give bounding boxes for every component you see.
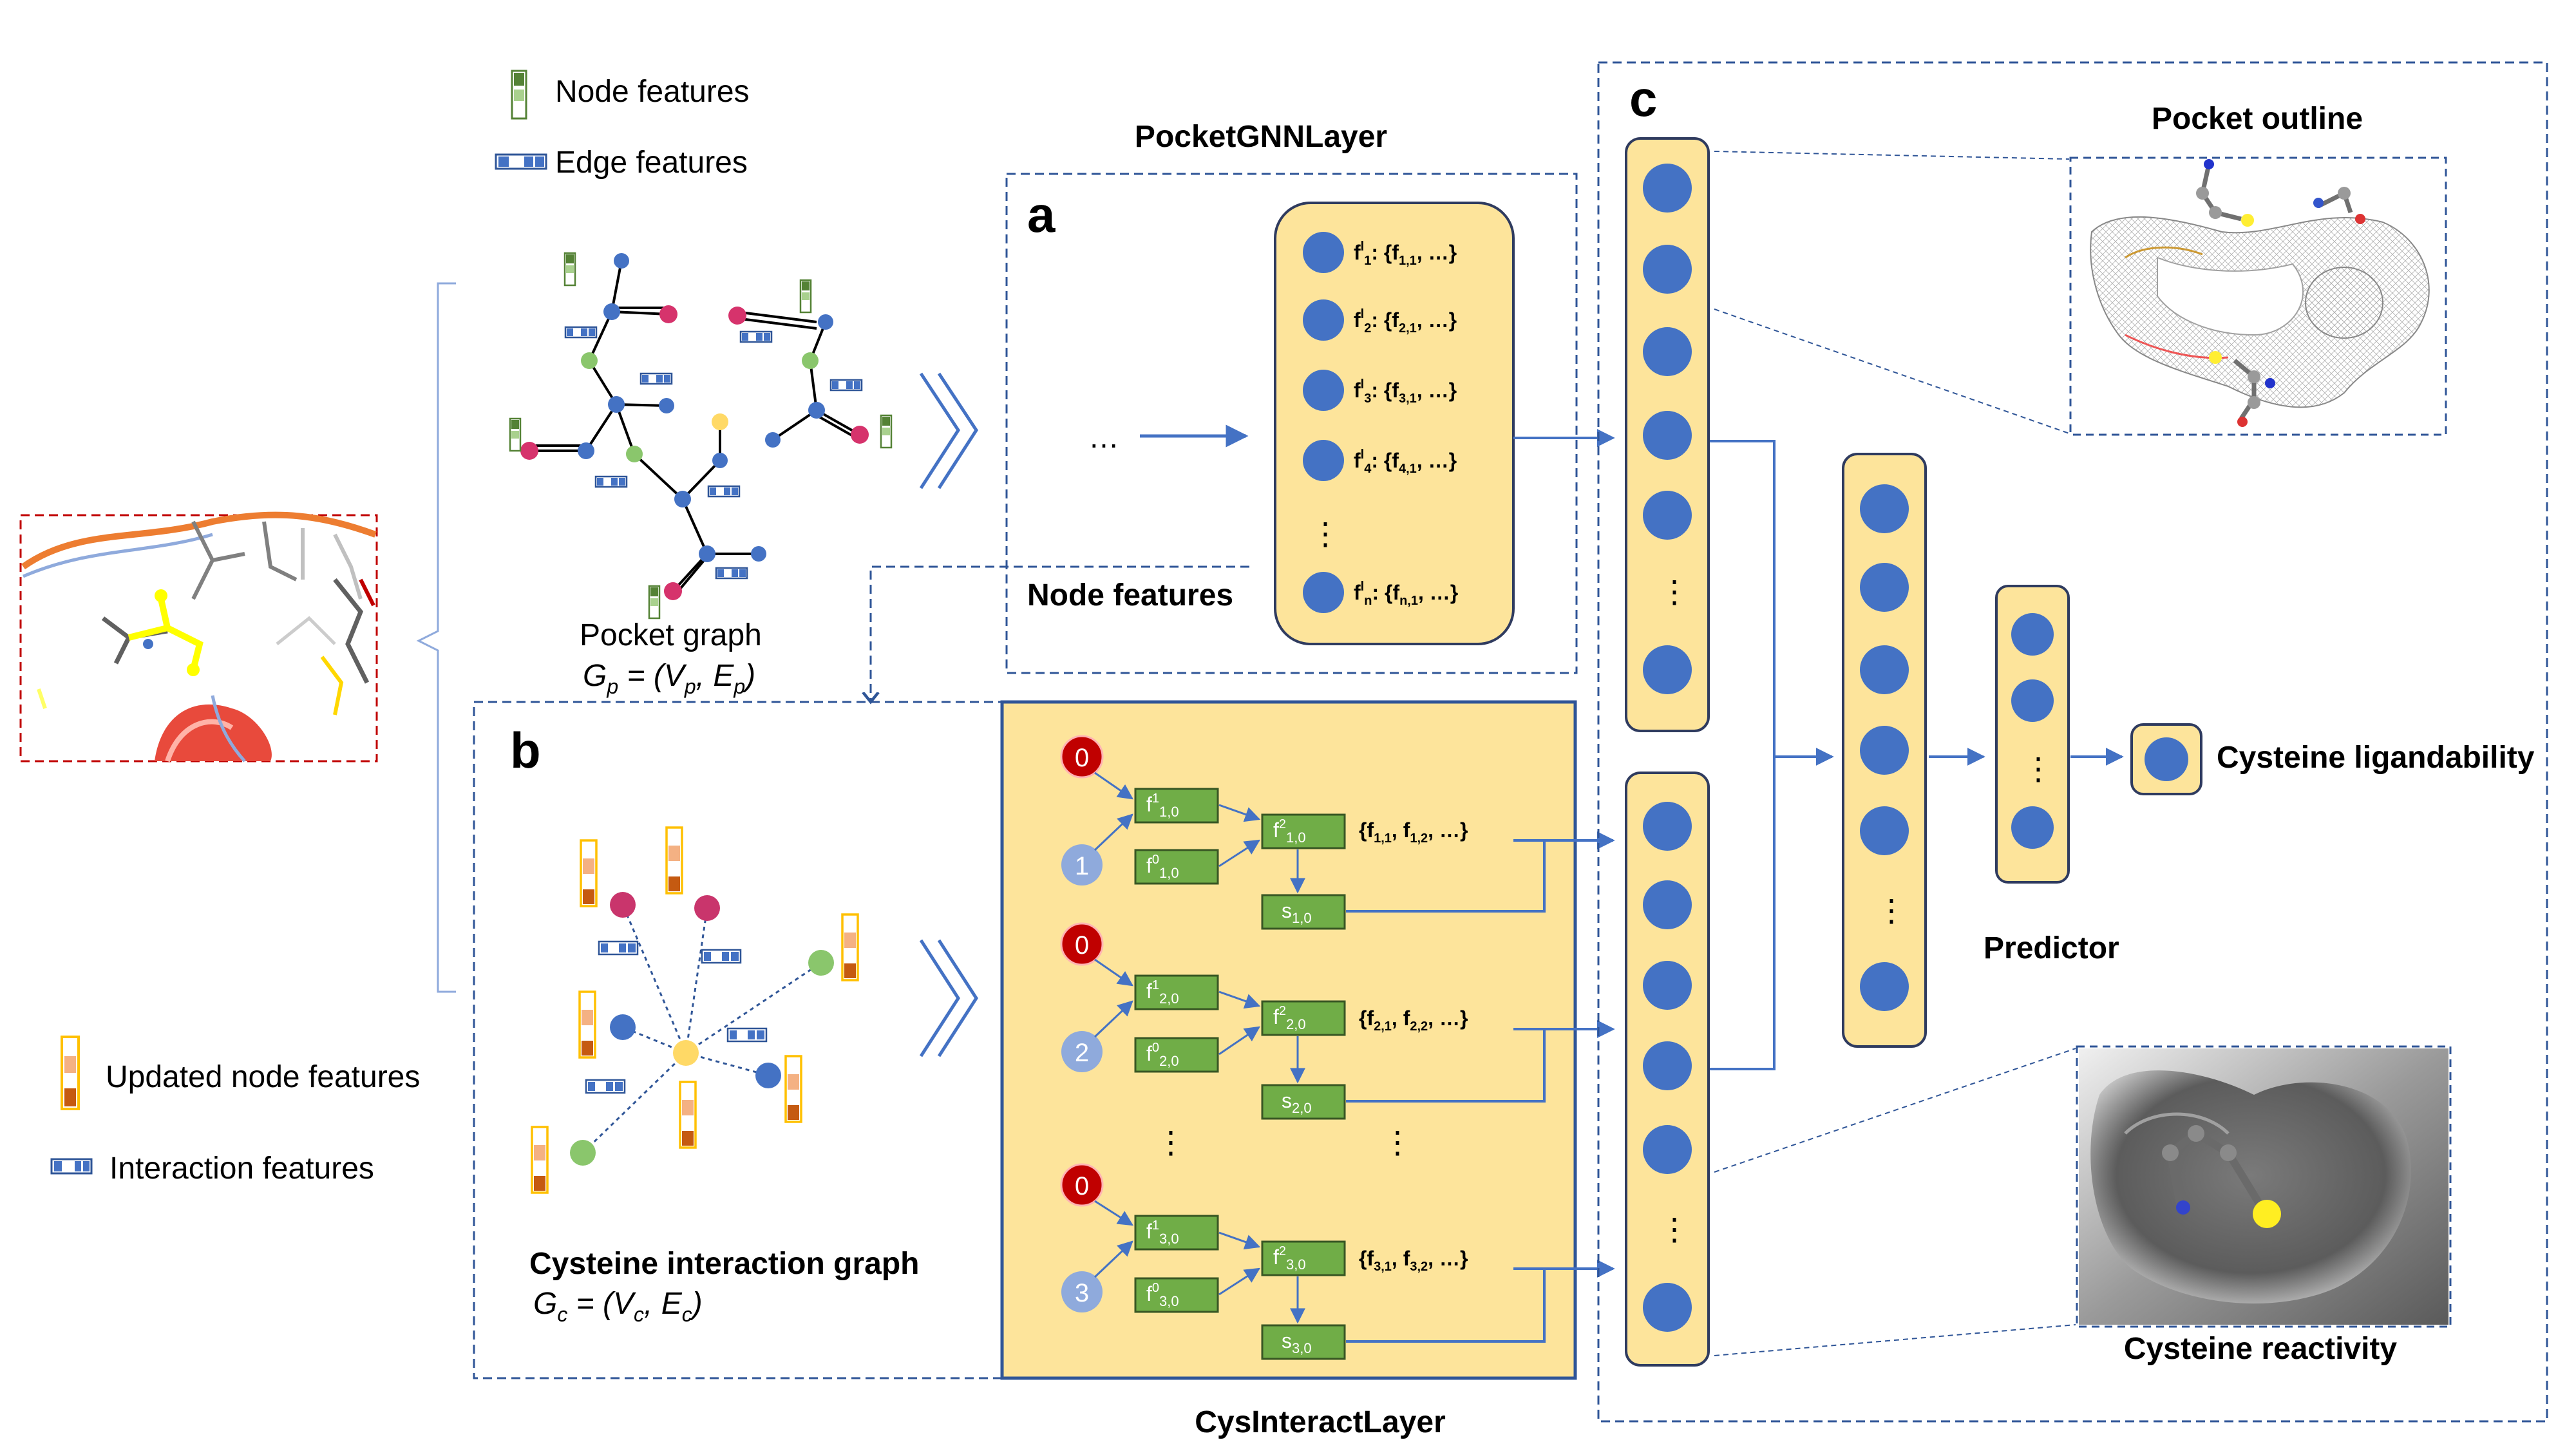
pocket-embedding-column: ⋮ bbox=[1625, 137, 1710, 732]
svg-text:0: 0 bbox=[1075, 1172, 1089, 1200]
node-feature-row: fl1: {f1,1, …} bbox=[1303, 232, 1457, 273]
svg-text:f23,0: f23,0 bbox=[1273, 1244, 1306, 1273]
panel-a-pocket-gnn-layer: PocketGNNLayer a … Node features fl1: {f… bbox=[1005, 120, 1578, 674]
legend-node-features-label: Node features bbox=[555, 75, 750, 109]
svg-text:{f1,1, f1,2, …}: {f1,1, f1,2, …} bbox=[1359, 819, 1468, 846]
predictor-label: Predictor bbox=[1984, 931, 2119, 965]
node-feature-row: fl3: {f3,1, …} bbox=[1303, 370, 1457, 411]
output-node bbox=[2130, 723, 2202, 795]
panel-a-title: PocketGNNLayer bbox=[1135, 120, 1387, 154]
svg-text:s2,0: s2,0 bbox=[1282, 1089, 1312, 1116]
panel-c-predictor: c ⋮ ⋮ bbox=[1597, 61, 2548, 1423]
cys-interact-row: 0 1 f11,0 f01,0 f21,0 s1,0 {f1,1, f1,2, … bbox=[1060, 735, 1615, 930]
panel-a-letter: a bbox=[1027, 186, 1056, 243]
cysteine-interaction-graph bbox=[531, 826, 859, 1194]
svg-text:2: 2 bbox=[1075, 1039, 1089, 1067]
pocket-graph-feature-icons bbox=[509, 252, 893, 620]
output-layer-column: ⋮ bbox=[1995, 585, 2070, 884]
legend-node-features: Node features bbox=[511, 70, 750, 120]
svg-text:s3,0: s3,0 bbox=[1282, 1329, 1312, 1356]
updated-node-feature-icons bbox=[531, 826, 859, 1194]
svg-text:fl3: {f3,1, …}: fl3: {f3,1, …} bbox=[1354, 377, 1457, 406]
node-feature-row: fl4: {f4,1, …} bbox=[1303, 440, 1457, 481]
cysteine-reactivity-image bbox=[2076, 1045, 2452, 1328]
svg-text:f02,0: f02,0 bbox=[1146, 1041, 1179, 1069]
panel-a-to-b-connector bbox=[871, 565, 1249, 702]
svg-text:f01,0: f01,0 bbox=[1146, 853, 1179, 881]
pocket-graph-formula: Gp = (Vp, Ep) bbox=[583, 659, 755, 698]
svg-text:0: 0 bbox=[1075, 744, 1089, 772]
svg-text:3: 3 bbox=[1075, 1279, 1089, 1307]
pocket-graph: Pocket graph Gp = (Vp, Ep) bbox=[509, 252, 893, 698]
vdots: ⋮ bbox=[1382, 1126, 1413, 1160]
pocket-graph-title: Pocket graph bbox=[580, 618, 762, 652]
interaction-feature-icons bbox=[585, 940, 768, 1094]
legend-edge-features: Edge features bbox=[495, 146, 748, 180]
protein-structure-image bbox=[19, 511, 378, 762]
cys-interact-row: 0 3 f13,0 f03,0 f23,0 s3,0 {f3,1, f3,2, … bbox=[1060, 1163, 1615, 1360]
svg-text:0: 0 bbox=[1075, 931, 1089, 960]
panel-b-cys-interact-layer: b bbox=[473, 700, 1615, 1439]
svg-text:{f3,1, f3,2, …}: {f3,1, f3,2, …} bbox=[1359, 1247, 1468, 1274]
node-feature-row: fl2: {f2,1, …} bbox=[1303, 299, 1457, 341]
svg-text:f11,0: f11,0 bbox=[1146, 791, 1179, 820]
vdots: ⋮ bbox=[1659, 575, 1690, 609]
vdots: ⋮ bbox=[1659, 1213, 1690, 1247]
vdots: ⋮ bbox=[1876, 894, 1907, 928]
edge-feature-icon bbox=[495, 153, 547, 170]
legend-interaction-features: Interaction features bbox=[50, 1151, 374, 1186]
svg-text:fl2: {f2,1, …}: fl2: {f2,1, …} bbox=[1354, 307, 1457, 336]
cys-graph-formula: Gc = (Vc, Ec) bbox=[533, 1287, 703, 1326]
panel-a-node-features-label: Node features bbox=[1027, 578, 1233, 612]
merge-connector bbox=[1710, 440, 1776, 1070]
output-label: Cysteine ligandability bbox=[2217, 741, 2535, 775]
svg-text:1: 1 bbox=[1075, 852, 1089, 880]
cysteine-reactivity-title: Cysteine reactivity bbox=[2124, 1332, 2398, 1366]
svg-text:f13,0: f13,0 bbox=[1146, 1218, 1179, 1247]
svg-text:f12,0: f12,0 bbox=[1146, 978, 1179, 1007]
pocket-graph-nodes bbox=[520, 253, 869, 600]
svg-text:f22,0: f22,0 bbox=[1273, 1004, 1306, 1032]
node-feature-list: fl1: {f1,1, …} fl2: {f2,1, …} fl3: {f3,1… bbox=[1303, 232, 1458, 613]
vdots: ⋮ bbox=[1155, 1126, 1186, 1160]
svg-text:{f2,1, f2,2, …}: {f2,1, f2,2, …} bbox=[1359, 1007, 1468, 1034]
svg-text:fln: {fn,1, …}: fln: {fn,1, …} bbox=[1354, 580, 1458, 608]
node-feature-row: fln: {fn,1, …} bbox=[1303, 572, 1458, 613]
cysteine-embedding-column: ⋮ bbox=[1625, 772, 1710, 1367]
panel-b-letter: b bbox=[510, 722, 541, 779]
panel-b-title: CysInteractLayer bbox=[1195, 1405, 1446, 1439]
ellipsis: … bbox=[1088, 421, 1119, 455]
legend-interaction-features-label: Interaction features bbox=[109, 1151, 374, 1186]
vdots: ⋮ bbox=[1310, 517, 1341, 551]
hidden-layer-column: ⋮ bbox=[1842, 453, 1927, 1048]
chevron-arrow-icon bbox=[919, 372, 978, 489]
legend-edge-features-label: Edge features bbox=[555, 146, 748, 180]
cys-graph-title: Cysteine interaction graph bbox=[529, 1247, 919, 1281]
svg-text:f03,0: f03,0 bbox=[1146, 1281, 1179, 1309]
interaction-feature-icon bbox=[50, 1158, 93, 1175]
legend-updated-node-features-label: Updated node features bbox=[106, 1060, 420, 1094]
brace-connector bbox=[416, 282, 456, 993]
vdots: ⋮ bbox=[2023, 752, 2054, 786]
svg-text:f21,0: f21,0 bbox=[1273, 817, 1306, 846]
cys-interact-row: 0 2 f12,0 f02,0 f22,0 s2,0 {f2,1, f2,2, … bbox=[1060, 922, 1615, 1120]
updated-node-feature-icon bbox=[61, 1036, 80, 1110]
pocket-outline-title: Pocket outline bbox=[2152, 102, 2363, 136]
svg-text:fl1: {f1,1, …}: fl1: {f1,1, …} bbox=[1354, 240, 1457, 268]
legend-updated-node-features: Updated node features bbox=[61, 1036, 420, 1110]
chevron-arrow-icon bbox=[919, 939, 978, 1057]
svg-text:fl4: {f4,1, …}: fl4: {f4,1, …} bbox=[1354, 448, 1457, 476]
node-feature-icon bbox=[511, 70, 527, 120]
pocket-outline-image bbox=[2069, 156, 2447, 436]
panel-c-letter: c bbox=[1629, 70, 1657, 127]
svg-text:s1,0: s1,0 bbox=[1282, 899, 1312, 926]
